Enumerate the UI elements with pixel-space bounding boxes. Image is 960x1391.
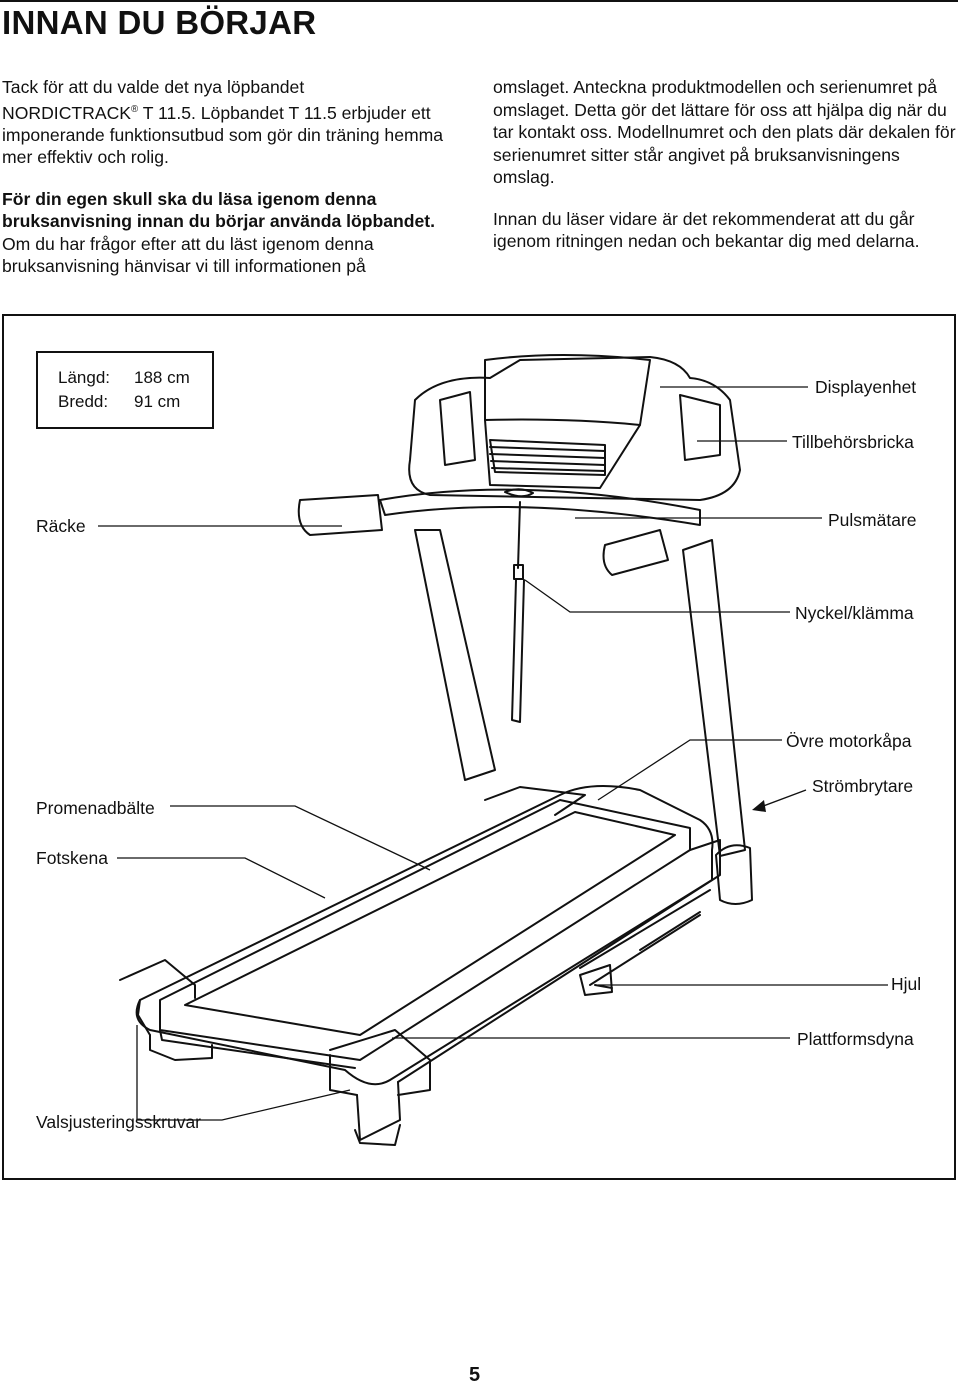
power-switch-arrow xyxy=(752,800,766,812)
leader-motor-hood xyxy=(597,739,782,801)
label-idler-screws: Valsjusteringsskruvar xyxy=(36,1112,202,1132)
page-number: 5 xyxy=(469,1364,481,1386)
label-power-switch: Strömbrytare xyxy=(812,776,914,796)
intro-text-rest: Om du har frågor efter att du läst igeno… xyxy=(2,233,374,277)
key-cord xyxy=(511,501,525,723)
registered-mark: ® xyxy=(131,103,139,115)
treadmill-figure-frame xyxy=(2,314,956,1180)
walking-belt-shape xyxy=(184,786,676,1036)
contact-paragraph: omslaget. Anteckna produktmodellen och s… xyxy=(493,77,956,187)
label-key-clip: Nyckel/klämma xyxy=(795,603,914,623)
safety-notice: För din egen skull ska du läsa igenom de… xyxy=(2,188,436,232)
label-foot-rail: Fotskena xyxy=(36,848,108,868)
leader-power-switch xyxy=(757,789,807,809)
intro-right-column: omslaget. Anteckna produktmodellen och s… xyxy=(493,76,958,253)
label-motor-hood: Övre motorkåpa xyxy=(786,731,912,751)
leader-foot-rail xyxy=(117,857,326,899)
leader-walking-belt xyxy=(170,805,431,871)
intro-text-c: T 11.5. Löpbandet T 11.5 erbjuder ett im… xyxy=(2,102,444,168)
label-handrail: Räcke xyxy=(36,516,86,536)
handrail-shape xyxy=(297,488,701,576)
intro-left-column: Tack för att du valde det nya löpbandet … xyxy=(2,76,464,278)
width-label: Bredd: xyxy=(58,392,109,411)
top-rule xyxy=(0,0,958,2)
length-value: 188 cm xyxy=(134,368,190,387)
length-label: Längd: xyxy=(58,368,110,387)
intro-paragraph-2: För din egen skull ska du läsa igenom de… xyxy=(2,188,464,278)
console-shape xyxy=(408,354,741,501)
label-pulse-sensor: Pulsmätare xyxy=(828,510,917,530)
drawing-paragraph: Innan du läser vidare är det rekommender… xyxy=(493,208,920,252)
label-walking-belt: Promenadbälte xyxy=(36,798,155,818)
leader-idler-screws xyxy=(136,1025,351,1121)
intro-paragraph-1: Tack för att du valde det nya löpbandet … xyxy=(2,76,464,169)
label-wheel: Hjul xyxy=(891,974,922,994)
end-caps xyxy=(119,959,431,1146)
label-accessory-tray: Tillbehörsbricka xyxy=(792,432,914,452)
brand-name: NORDICTRACK xyxy=(2,102,132,123)
label-platform-cushion: Plattformsdyna xyxy=(797,1029,914,1049)
uprights xyxy=(414,529,753,905)
leader-key-clip xyxy=(524,579,790,613)
intro-text-a: Tack för att du valde det nya löpbandet xyxy=(2,77,305,97)
side-rails xyxy=(356,839,721,1141)
width-value: 91 cm xyxy=(134,392,181,411)
wheel-shape xyxy=(579,964,613,996)
page-title: INNAN DU BÖRJAR xyxy=(2,4,317,41)
label-display: Displayenhet xyxy=(815,377,917,397)
dimensions-box: Längd: 188 cm Bredd: 91 cm xyxy=(36,351,214,429)
